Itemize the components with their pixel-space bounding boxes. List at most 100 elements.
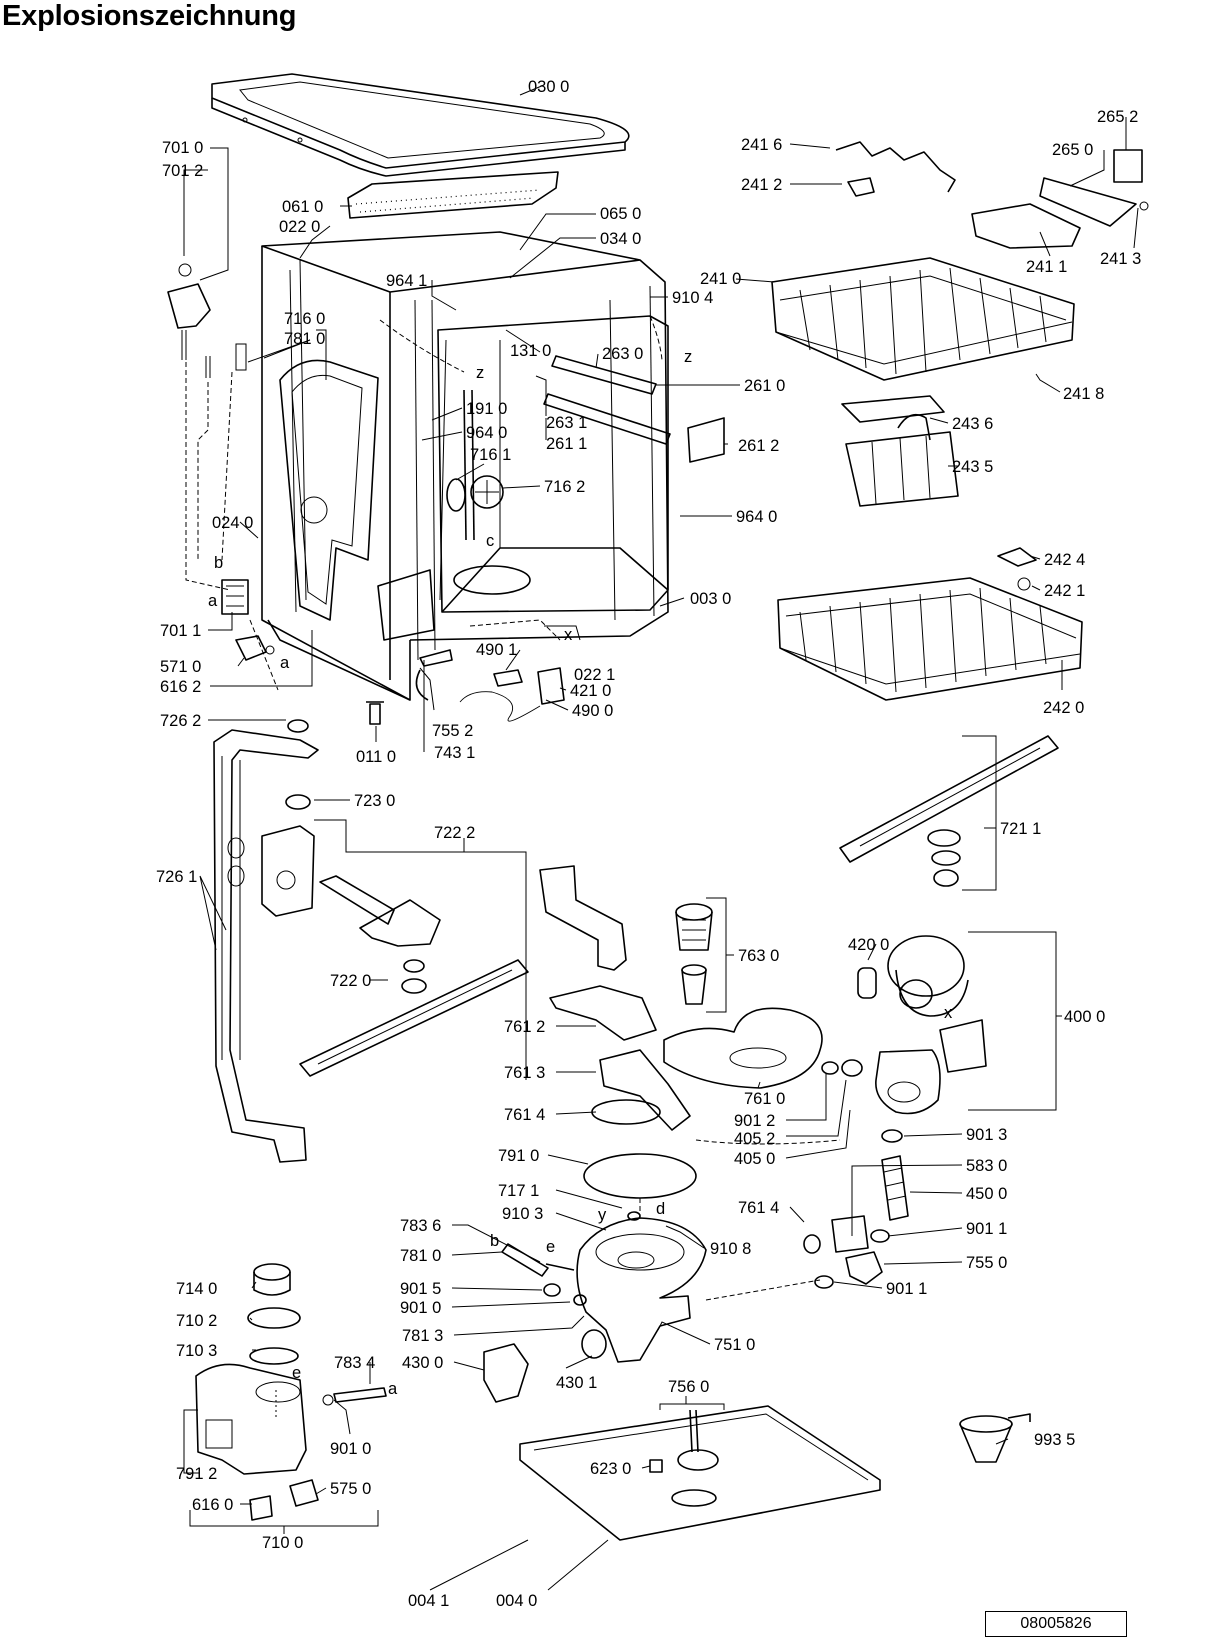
callout-label: 263 0 (602, 345, 643, 363)
callout-label: 131 0 (510, 342, 551, 360)
callout-label: 261 2 (738, 437, 779, 455)
misc-small-parts (366, 569, 565, 725)
fine-filter-part (663, 1007, 823, 1089)
callout-label: 430 0 (402, 1354, 443, 1372)
callout-label: 034 0 (600, 230, 641, 248)
callout-label: 721 1 (1000, 820, 1041, 838)
callout-label: 710 3 (176, 1342, 217, 1360)
callout-label: 716 0 (284, 310, 325, 328)
callout-label: 781 0 (400, 1247, 441, 1265)
sensor-part (483, 1243, 607, 1403)
callout-label: 616 2 (160, 678, 201, 696)
marker-letter: y (598, 1206, 607, 1224)
callout-label: 901 5 (400, 1280, 441, 1298)
connection-markers: z z c b a a x x e b d y a e (208, 348, 953, 1398)
callout-label: 743 1 (434, 744, 475, 762)
water-softener-part (195, 1263, 387, 1521)
base-plate-part (519, 1405, 881, 1541)
wash-arm-mount-part (446, 475, 504, 512)
callout-label: 726 2 (160, 712, 201, 730)
callout-label: 716 2 (544, 478, 585, 496)
callout-label: 241 6 (741, 136, 782, 154)
callout-label: 964 1 (386, 272, 427, 290)
callout-label: 714 0 (176, 1280, 217, 1298)
marker-letter: x (944, 1004, 953, 1022)
callout-label: 751 0 (714, 1336, 755, 1354)
callout-label: 623 0 (590, 1460, 631, 1478)
lower-basket-part (777, 547, 1083, 701)
callout-label: 761 2 (504, 1018, 545, 1036)
heater-sensor-part (235, 635, 275, 661)
parts-drawing (167, 73, 1149, 1541)
callout-label: 405 2 (734, 1130, 775, 1148)
marker-letter: a (280, 654, 290, 672)
callout-label: 910 8 (710, 1240, 751, 1258)
callout-label: 242 1 (1044, 582, 1085, 600)
sump-pipe-part (539, 865, 691, 1131)
callout-label: 022 0 (279, 218, 320, 236)
callout-label: 901 0 (400, 1299, 441, 1317)
marker-letter: z (476, 364, 484, 382)
callout-label: 265 0 (1052, 141, 1093, 159)
marker-letter: z (684, 348, 692, 366)
callout-label: 065 0 (600, 205, 641, 223)
callout-label: 783 4 (334, 1354, 375, 1372)
callout-label: 450 0 (966, 1185, 1007, 1203)
callout-label: 571 0 (160, 658, 201, 676)
leader-lines (183, 84, 1139, 1591)
callout-label: 910 4 (672, 289, 713, 307)
callout-label: 964 0 (466, 424, 507, 442)
callout-label: 575 0 (330, 1480, 371, 1498)
callout-label: 004 1 (408, 1592, 449, 1610)
callout-label: 756 0 (668, 1378, 709, 1396)
callout-label: 723 0 (354, 792, 395, 810)
callout-label: 781 3 (402, 1327, 443, 1345)
callout-label: 265 2 (1097, 108, 1138, 126)
circulation-pump-part (821, 935, 987, 1115)
callout-label: 901 3 (966, 1126, 1007, 1144)
funnel-part (959, 1413, 1031, 1463)
callout-label: 011 0 (356, 748, 396, 766)
callout-label: 701 1 (160, 622, 201, 640)
upper-basket-part (771, 257, 1075, 381)
callout-labels: 030 0 701 0 701 2 061 0 022 0 065 0 034 … (156, 78, 1141, 1610)
heater-part (803, 1129, 909, 1289)
callout-label: 003 0 (690, 590, 731, 608)
marker-letter: e (292, 1364, 301, 1382)
callout-label: 241 1 (1026, 258, 1067, 276)
inlet-valve-part (167, 263, 247, 591)
marker-letter: x (564, 626, 573, 644)
inner-tub-part (437, 315, 669, 613)
document-number: 08005826 (985, 1611, 1127, 1637)
marker-letter: e (546, 1238, 555, 1256)
callout-label: 791 2 (176, 1465, 217, 1483)
callout-label: 761 3 (504, 1064, 545, 1082)
side-seal-part (279, 359, 379, 621)
callout-label: 261 0 (744, 377, 785, 395)
micro-filter-part (675, 903, 713, 1005)
spray-pipe-part (213, 719, 319, 1163)
callout-label: 791 0 (498, 1147, 539, 1165)
marker-letter: c (486, 532, 494, 550)
insulation-pad-part (347, 171, 559, 219)
callout-label: 701 2 (162, 162, 203, 180)
upper-basket-accessories-part (835, 141, 1149, 249)
callout-label: 263 1 (546, 414, 587, 432)
callout-label: 722 2 (434, 824, 475, 842)
callout-label: 490 0 (572, 702, 613, 720)
seal-ring-part (583, 1153, 697, 1199)
callout-label: 726 1 (156, 868, 197, 886)
marker-letter: b (490, 1232, 499, 1250)
callout-label: 755 2 (432, 722, 473, 740)
callout-label: 400 0 (1064, 1008, 1105, 1026)
callout-label: 421 0 (570, 682, 611, 700)
worktop-part (211, 73, 630, 177)
lower-spray-arm-part (299, 959, 529, 1077)
callout-label: 241 3 (1100, 250, 1141, 268)
callout-label: 716 1 (470, 446, 511, 464)
sump-part (576, 1211, 707, 1363)
callout-label: 761 4 (504, 1106, 545, 1124)
level-switch-part (221, 579, 249, 615)
callout-label: 701 0 (162, 139, 203, 157)
